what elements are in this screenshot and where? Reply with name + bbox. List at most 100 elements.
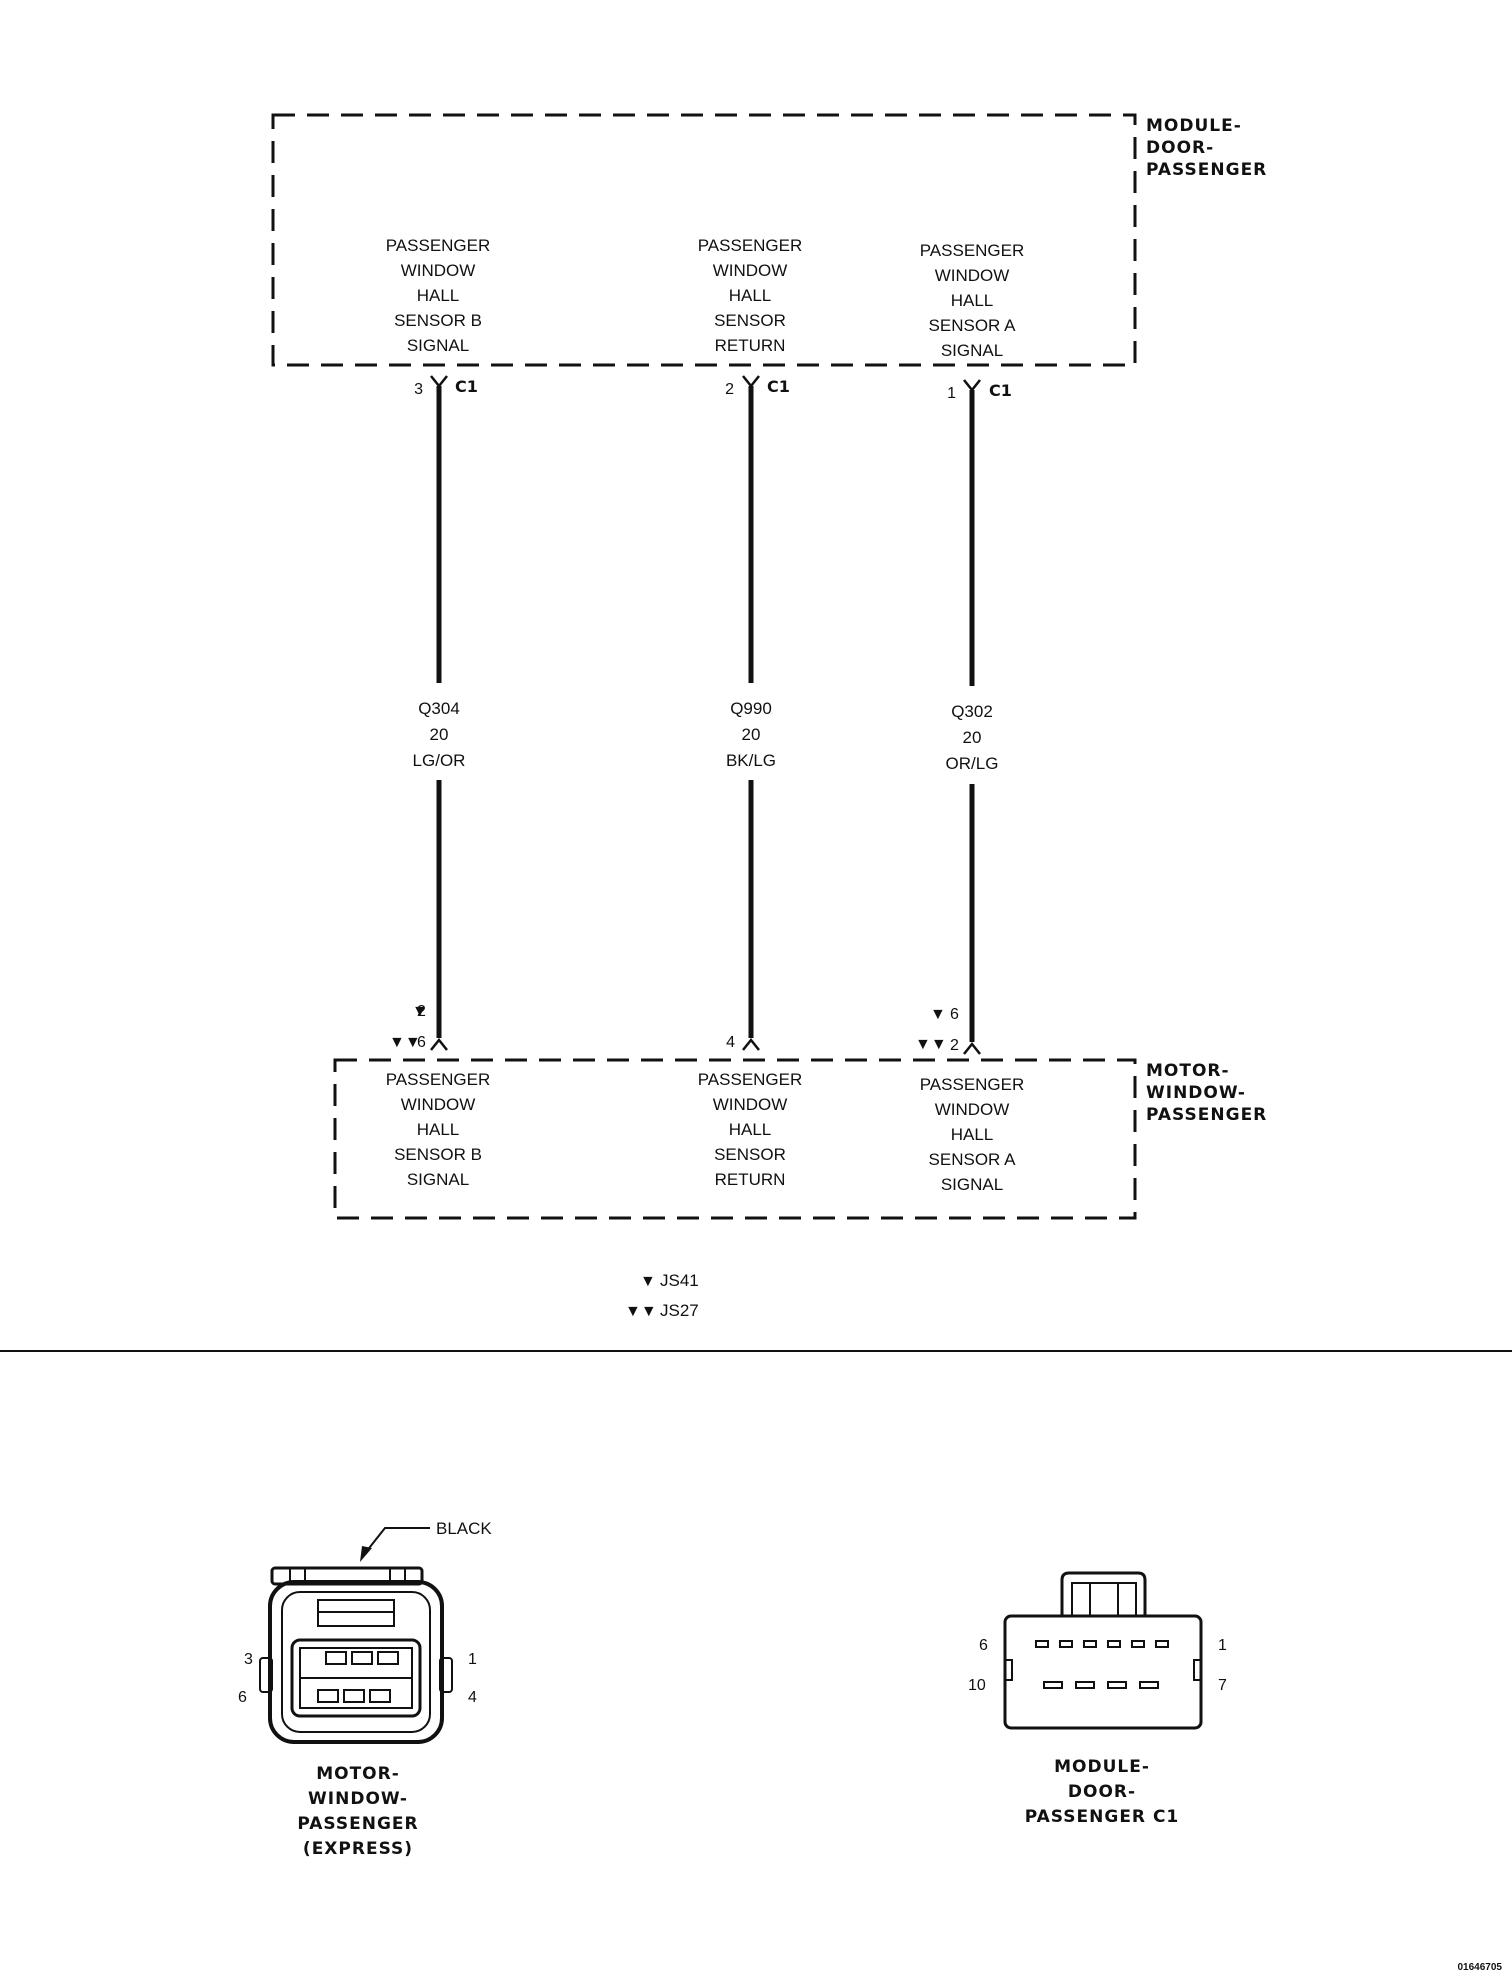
motor-connector-view: BLACK 3 1 6 4 MOTOR- <box>238 1519 492 1859</box>
module-pin-label-sensor-return: PASSENGER WINDOW HALL SENSOR RETURN <box>698 236 803 355</box>
svg-text:SENSOR A: SENSOR A <box>929 316 1017 335</box>
motor-connector-pin-4: 4 <box>468 1689 477 1706</box>
svg-text:SIGNAL: SIGNAL <box>941 1175 1003 1194</box>
svg-text:PASSENGER: PASSENGER <box>920 241 1025 260</box>
svg-text:PASSENGER: PASSENGER <box>920 1075 1025 1094</box>
svg-text:WINDOW: WINDOW <box>935 1100 1010 1119</box>
svg-text:PASSENGER: PASSENGER <box>386 236 491 255</box>
svg-text:RETURN: RETURN <box>715 1170 786 1189</box>
svg-text:SENSOR B: SENSOR B <box>394 311 482 330</box>
wire-q304-gauge: 20 <box>430 725 449 744</box>
wire-q304-circuit: Q304 <box>418 699 460 718</box>
svg-text:HALL: HALL <box>729 286 772 305</box>
motor-pin-label-sensor-return: PASSENGER WINDOW HALL SENSOR RETURN <box>698 1070 803 1189</box>
svg-text:WINDOW: WINDOW <box>935 266 1010 285</box>
motor-caption-line-3: PASSENGER <box>297 1814 418 1834</box>
motor-title-line-1: MOTOR- <box>1146 1061 1230 1081</box>
module-pin-3-marker: 3 C1 <box>414 375 478 398</box>
module-pin-2-marker: 2 C1 <box>725 375 790 398</box>
motor-window-passenger-box <box>333 1058 1137 1220</box>
svg-text:SENSOR A: SENSOR A <box>929 1150 1017 1169</box>
module-connector-pin-7: 7 <box>1218 1677 1227 1694</box>
wire-q302-color: OR/LG <box>946 754 999 773</box>
legend-code-js27: JS27 <box>660 1301 699 1320</box>
motor-pin-4-marker: 4 <box>726 1034 760 1051</box>
module-title-line-2: DOOR- <box>1146 138 1214 158</box>
module-connector-pin-10: 10 <box>968 1677 986 1694</box>
svg-text:SENSOR B: SENSOR B <box>394 1145 482 1164</box>
black-leader-arrow <box>360 1546 372 1562</box>
motor-title-line-3: PASSENGER <box>1146 1105 1267 1125</box>
motor-pin-label-sensor-b: PASSENGER WINDOW HALL SENSOR B SIGNAL <box>386 1070 491 1189</box>
motor-caption-line-1: MOTOR- <box>316 1764 400 1784</box>
svg-text:HALL: HALL <box>951 291 994 310</box>
motor-pin-sensor-a-marker: ▼ 6 ▼▼ 2 <box>915 1006 981 1055</box>
module-door-passenger-title: MODULE- DOOR- PASSENGER <box>1146 116 1267 180</box>
svg-text:1: 1 <box>947 385 956 402</box>
wire-q990-color: BK/LG <box>726 751 776 770</box>
wire-q990-gauge: 20 <box>742 725 761 744</box>
module-connector-pin-6: 6 <box>979 1637 988 1654</box>
motor-connector-pin-1: 1 <box>468 1651 477 1668</box>
motor-pin-b-double: 6 <box>417 1034 426 1051</box>
svg-text:PASSENGER: PASSENGER <box>698 236 803 255</box>
module-pin-1-marker: 1 C1 <box>947 379 1012 402</box>
svg-text:WINDOW: WINDOW <box>713 1095 788 1114</box>
svg-text:PASSENGER: PASSENGER <box>386 1070 491 1089</box>
svg-text:RETURN: RETURN <box>715 336 786 355</box>
svg-text:SIGNAL: SIGNAL <box>407 1170 469 1189</box>
svg-text:SIGNAL: SIGNAL <box>941 341 1003 360</box>
motor-connector-color-label: BLACK <box>436 1519 492 1538</box>
module-connector-pin-1: 1 <box>1218 1637 1227 1654</box>
wire-q990-circuit: Q990 <box>730 699 772 718</box>
motor-title-line-2: WINDOW- <box>1146 1083 1246 1103</box>
module-caption-line-1: MODULE- <box>1054 1757 1150 1777</box>
motor-connector-pin-6: 6 <box>238 1689 247 1706</box>
motor-pin-a-double-symbol: ▼▼ <box>915 1036 947 1053</box>
svg-text:C1: C1 <box>455 377 478 396</box>
svg-text:WINDOW: WINDOW <box>713 261 788 280</box>
module-title-line-1: MODULE- <box>1146 116 1242 136</box>
svg-text:4: 4 <box>726 1034 735 1051</box>
module-door-passenger-box <box>271 113 1137 367</box>
motor-pin-label-sensor-a: PASSENGER WINDOW HALL SENSOR A SIGNAL <box>920 1075 1025 1194</box>
legend-symbol-single: ▼ <box>640 1273 656 1290</box>
wire-q304: Q304 20 LG/OR <box>413 386 466 1038</box>
wire-q302-circuit: Q302 <box>951 702 993 721</box>
motor-pin-b-single: 2 <box>417 1003 426 1020</box>
module-caption-line-2: DOOR- <box>1068 1782 1136 1802</box>
motor-pin-sensor-b-marker: ▼ 2 ▼▼ 6 <box>389 1003 448 1051</box>
svg-text:HALL: HALL <box>951 1125 994 1144</box>
wire-q304-color: LG/OR <box>413 751 466 770</box>
motor-connector-pin-3: 3 <box>244 1651 253 1668</box>
motor-caption-line-4: (EXPRESS) <box>303 1839 413 1859</box>
module-connector-view: 6 1 10 7 MODULE- DOOR- PASSENGER C1 <box>968 1571 1227 1827</box>
svg-text:HALL: HALL <box>417 1120 460 1139</box>
svg-text:C1: C1 <box>767 377 790 396</box>
svg-text:C1: C1 <box>989 381 1012 400</box>
motor-pin-b-double-symbol: ▼▼ <box>389 1034 421 1051</box>
svg-text:WINDOW: WINDOW <box>401 1095 476 1114</box>
module-pin-label-sensor-a: PASSENGER WINDOW HALL SENSOR A SIGNAL <box>920 241 1025 360</box>
wire-q302: Q302 20 OR/LG <box>946 390 999 1042</box>
module-pin-label-sensor-b: PASSENGER WINDOW HALL SENSOR B SIGNAL <box>386 236 491 355</box>
motor-pin-a-single-symbol: ▼ <box>930 1006 946 1023</box>
svg-text:HALL: HALL <box>417 286 460 305</box>
wire-q302-gauge: 20 <box>963 728 982 747</box>
svg-text:SENSOR: SENSOR <box>714 1145 786 1164</box>
wire-q990: Q990 20 BK/LG <box>726 386 776 1038</box>
svg-text:3: 3 <box>414 381 423 398</box>
svg-text:WINDOW: WINDOW <box>401 261 476 280</box>
module-title-line-3: PASSENGER <box>1146 160 1267 180</box>
svg-text:2: 2 <box>725 381 734 398</box>
svg-text:SIGNAL: SIGNAL <box>407 336 469 355</box>
svg-text:HALL: HALL <box>729 1120 772 1139</box>
legend: ▼ JS41 ▼▼ JS27 <box>625 1271 699 1320</box>
figure-id: 01646705 <box>1458 1962 1503 1973</box>
legend-symbol-double: ▼▼ <box>625 1303 657 1320</box>
motor-pin-a-single: 6 <box>950 1006 959 1023</box>
motor-pin-a-double: 2 <box>950 1037 959 1054</box>
motor-window-passenger-title: MOTOR- WINDOW- PASSENGER <box>1146 1061 1267 1125</box>
motor-pin-b-single-symbol: ▼ <box>412 1003 428 1020</box>
